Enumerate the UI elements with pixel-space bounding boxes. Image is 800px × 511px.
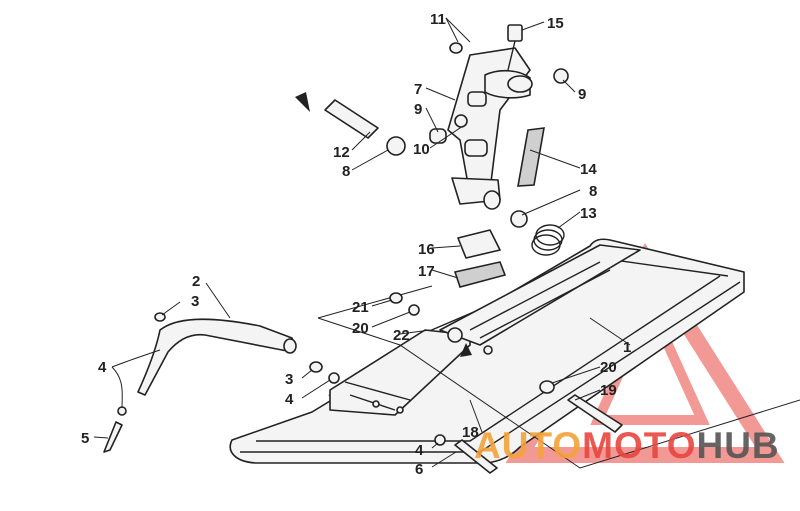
nut-part-3-lower <box>309 361 323 373</box>
washer-part-4-lower <box>328 372 340 384</box>
callout-4-mid: 4 <box>285 391 294 408</box>
callout-12: 12 <box>333 144 350 161</box>
callout-4-left: 4 <box>98 359 107 376</box>
callout-19: 19 <box>600 382 617 399</box>
callout-8-left: 8 <box>342 163 350 180</box>
callout-13: 13 <box>580 205 597 222</box>
callout-21: 21 <box>352 299 369 316</box>
bushing-part-9-right <box>553 68 569 84</box>
callout-9-right: 9 <box>578 86 586 103</box>
callout-7: 7 <box>414 81 422 98</box>
watermark-word-hub: HUB <box>696 425 779 466</box>
washer-part-20-right <box>539 380 555 394</box>
callout-3-lower: 3 <box>285 371 293 388</box>
callout-5: 5 <box>81 430 89 447</box>
washer-part-4-left <box>117 406 127 416</box>
callout-9-left: 9 <box>414 101 422 118</box>
callout-20-right: 20 <box>600 359 617 376</box>
washer-part-4-bottom <box>434 434 446 446</box>
nut-part-11 <box>449 42 463 54</box>
bolt-part-5 <box>103 421 123 453</box>
direction-arrow <box>460 343 472 357</box>
plate-part-17 <box>453 261 507 288</box>
callout-6: 6 <box>415 461 423 478</box>
watermark-text: AUTOMOTOHUB <box>474 425 780 466</box>
callout-4-bottom: 4 <box>415 442 424 459</box>
watermark-word-moto: MOTO <box>582 425 696 466</box>
callout-14: 14 <box>580 161 597 178</box>
callout-22: 22 <box>393 327 410 344</box>
pin-part-12 <box>295 92 379 139</box>
callout-10: 10 <box>413 141 430 158</box>
callout-17: 17 <box>418 263 435 280</box>
spring-part-13 <box>531 224 565 256</box>
callout-18: 18 <box>462 424 479 441</box>
ski-body <box>229 238 745 464</box>
watermark-word-auto: AUTO <box>474 425 582 466</box>
callout-8-right: 8 <box>589 183 597 200</box>
damper-part-16 <box>457 229 501 259</box>
callout-3-upper: 3 <box>191 293 199 310</box>
bolt-part-15 <box>507 24 523 71</box>
callout-2: 2 <box>192 273 200 290</box>
washer-part-22 <box>408 304 420 316</box>
svg-text:AUTOMOTOHUB: AUTOMOTOHUB <box>474 425 780 466</box>
leader-lines <box>93 17 631 468</box>
ski-loop-part-2 <box>137 318 297 396</box>
callout-20-left: 20 <box>352 320 369 337</box>
callout-11: 11 <box>430 11 446 28</box>
callout-15: 15 <box>547 15 564 32</box>
bolt-part-6 <box>454 439 498 474</box>
nut-part-21 <box>389 292 403 304</box>
decal-part-14 <box>517 127 545 187</box>
bolt-part-19 <box>567 394 623 433</box>
callout-1: 1 <box>623 339 631 356</box>
bushing-part-8-left <box>386 136 406 156</box>
callout-labels: 11 15 7 9 9 10 12 8 14 8 13 16 17 2 3 21… <box>81 11 631 478</box>
spindle-part-7 <box>447 47 533 210</box>
callout-16: 16 <box>418 241 435 258</box>
